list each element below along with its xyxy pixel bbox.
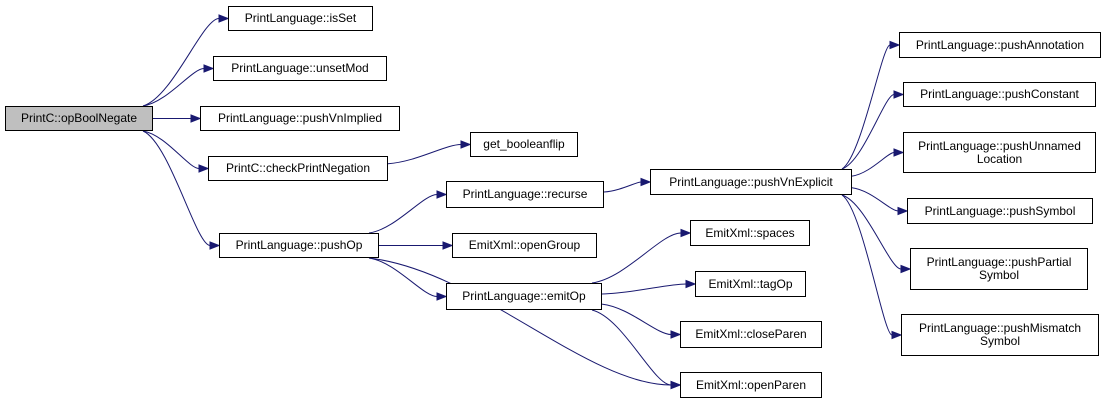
edge-arrowhead (670, 380, 682, 390)
edge-pushVnExplicit-to-pushUnnamedLocation (851, 152, 895, 177)
node-printlanguage-pushpartialsymbol[interactable]: PrintLanguage::pushPartial Symbol (910, 248, 1088, 290)
edge-arrowhead (897, 206, 909, 216)
edge-pushVnExplicit-to-pushMismatchSymbol (841, 194, 893, 336)
edge-arrowhead (436, 190, 448, 199)
node-printlanguage-emitop[interactable]: PrintLanguage::emitOp (446, 283, 602, 310)
node-printlanguage-pushannotation[interactable]: PrintLanguage::pushAnnotation (899, 32, 1101, 58)
edge-pushOp-to-emitOp (368, 257, 438, 297)
edge-arrowhead (640, 177, 652, 187)
edge-checkPrintNegation-to-get_booleanflip (387, 144, 462, 165)
node-printlanguage-recurse[interactable]: PrintLanguage::recurse (446, 181, 604, 208)
edge-arrowhead (680, 228, 692, 238)
edge-arrowhead (198, 164, 210, 173)
edge-arrowhead (460, 140, 472, 149)
node-printlanguage-pushvnimplied[interactable]: PrintLanguage::pushVnImplied (200, 106, 400, 131)
node-get-booleanflip[interactable]: get_booleanflip (470, 132, 578, 157)
edge-pushVnExplicit-to-pushSymbol (851, 187, 899, 212)
node-printlanguage-pushsymbol[interactable]: PrintLanguage::pushSymbol (907, 198, 1093, 224)
edge-pushOp-to-recurse (368, 194, 438, 234)
node-printlanguage-unsetmod[interactable]: PrintLanguage::unsetMod (213, 56, 387, 81)
node-printlanguage-pushop[interactable]: PrintLanguage::pushOp (219, 233, 379, 258)
node-printlanguage-pushconstant[interactable]: PrintLanguage::pushConstant (903, 82, 1096, 107)
node-emitxml-closeparen[interactable]: EmitXml::closeParen (680, 321, 822, 348)
node-printc-checkprintnegation[interactable]: PrintC::checkPrintNegation (208, 156, 388, 181)
edge-arrowhead (685, 279, 697, 289)
edge-pushVnExplicit-to-pushConstant (841, 94, 895, 170)
edge-arrowhead (203, 64, 215, 73)
edge-emitOp-to-tagOp (601, 283, 687, 295)
edge-arrowhead (209, 241, 221, 250)
edge-arrowhead (891, 330, 903, 340)
edge-opBoolNegate-to-checkPrintNegation (142, 130, 200, 169)
node-emitxml-opengroup[interactable]: EmitXml::openGroup (452, 233, 597, 258)
node-printlanguage-pushvnexplicit[interactable]: PrintLanguage::pushVnExplicit (650, 169, 852, 195)
edge-arrowhead (436, 292, 448, 301)
edge-arrowhead (218, 14, 230, 23)
edge-arrowhead (670, 330, 682, 339)
node-emitxml-openparen[interactable]: EmitXml::openParen (680, 372, 822, 398)
edge-emitOp-to-openParen (591, 309, 672, 386)
edge-arrowhead (893, 90, 905, 99)
edge-arrowhead (900, 264, 912, 274)
edge-pushOp-to-openParen (368, 257, 672, 386)
edge-emitOp-to-closeParen (601, 303, 672, 335)
node-printc-opboolnegate: PrintC::opBoolNegate (5, 106, 153, 131)
node-printlanguage-pushunnamedlocation[interactable]: PrintLanguage::pushUnnamed Location (903, 132, 1096, 173)
node-emitxml-spaces[interactable]: EmitXml::spaces (690, 220, 810, 246)
edge-recurse-to-pushVnExplicit (603, 181, 642, 193)
edge-emitOp-to-spaces (591, 232, 682, 284)
node-printlanguage-pushmismatchsymbol[interactable]: PrintLanguage::pushMismatch Symbol (901, 314, 1099, 356)
edge-pushVnExplicit-to-pushPartialSymbol (841, 194, 902, 270)
edge-arrowhead (889, 40, 901, 50)
edge-arrowhead (893, 148, 905, 157)
edge-pushVnExplicit-to-pushAnnotation (841, 44, 891, 170)
edge-opBoolNegate-to-isSet (142, 18, 220, 107)
edge-arrowhead (190, 114, 202, 123)
edge-arrowhead (442, 241, 454, 250)
edge-opBoolNegate-to-pushOp (142, 130, 211, 246)
node-emitxml-tagop[interactable]: EmitXml::tagOp (695, 271, 806, 297)
node-printlanguage-isset[interactable]: PrintLanguage::isSet (228, 6, 373, 31)
edge-opBoolNegate-to-unsetMod (142, 68, 205, 107)
